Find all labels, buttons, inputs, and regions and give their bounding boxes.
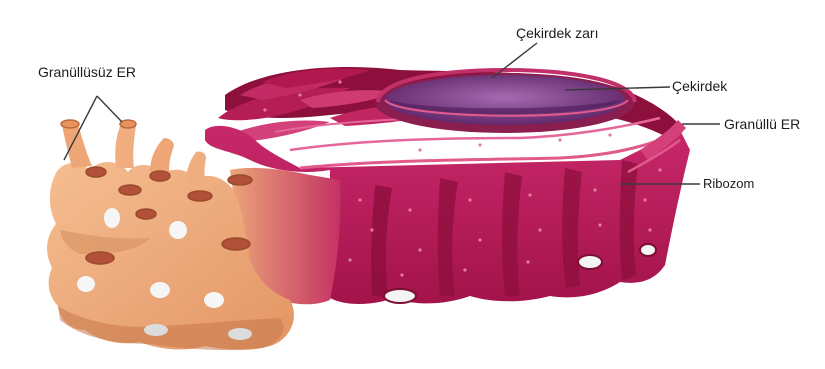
label-ribosome: Ribozom bbox=[703, 176, 754, 192]
label-nuclear-envelope: Çekirdek zarı bbox=[516, 25, 598, 41]
leader-line-nuclear-envelope bbox=[492, 43, 537, 78]
label-nucleus: Çekirdek bbox=[672, 78, 727, 94]
leader-line-smooth-er-2 bbox=[97, 96, 122, 122]
label-smooth-er: Granüllüsüz ER bbox=[38, 64, 136, 80]
label-rough-er: Granüllü ER bbox=[724, 116, 800, 132]
nucleus bbox=[375, 70, 635, 133]
